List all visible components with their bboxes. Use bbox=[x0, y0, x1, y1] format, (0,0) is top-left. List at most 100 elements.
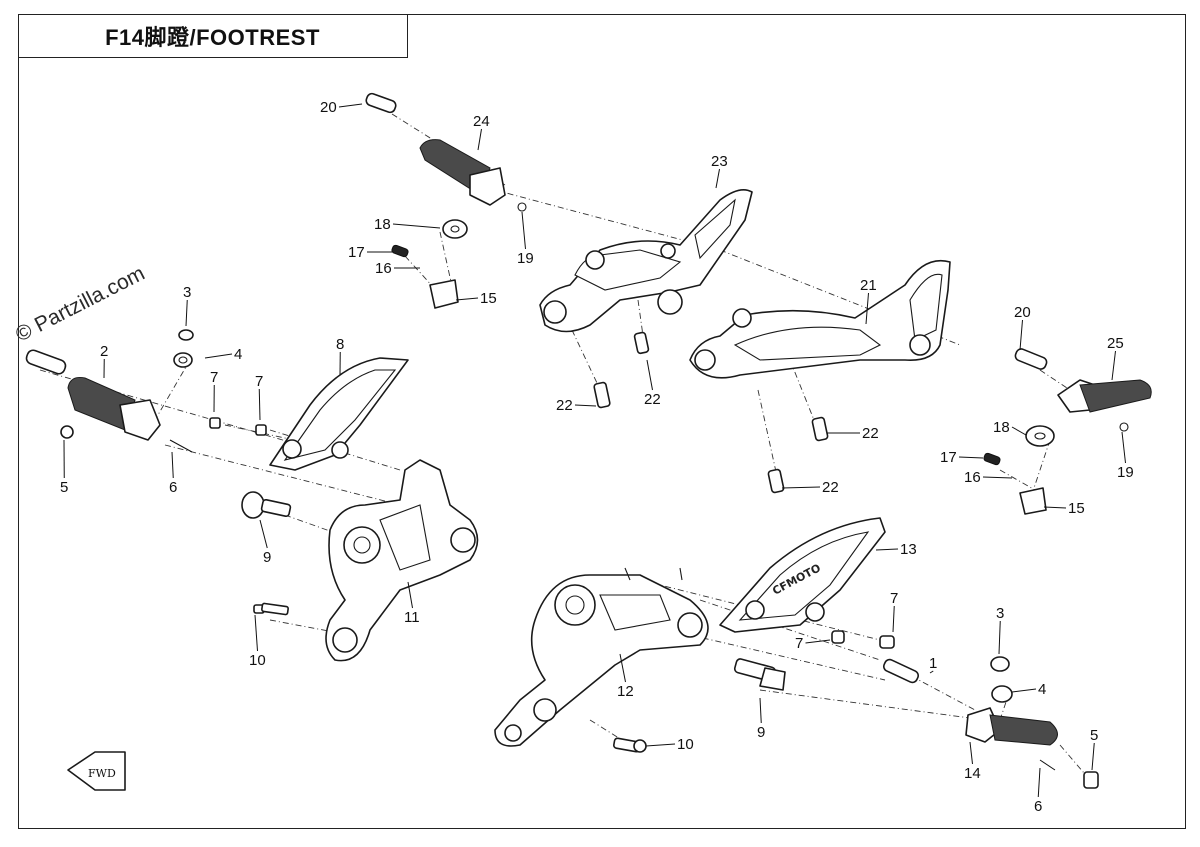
callout-number: 10 bbox=[249, 652, 266, 669]
callout-16: 16 bbox=[964, 469, 1013, 486]
callout-5: 5 bbox=[60, 439, 68, 496]
callout-5: 5 bbox=[1090, 727, 1098, 771]
leader-line bbox=[929, 670, 934, 674]
callout-number: 15 bbox=[480, 290, 497, 307]
callout-13: 13 bbox=[875, 541, 917, 558]
callout-9: 9 bbox=[259, 519, 271, 566]
leader-line bbox=[982, 476, 1013, 479]
leader-line bbox=[1011, 688, 1037, 693]
callout-number: 4 bbox=[1038, 681, 1046, 698]
callout-number: 7 bbox=[255, 373, 263, 390]
callout-6: 6 bbox=[169, 451, 177, 496]
callout-number: 18 bbox=[993, 419, 1010, 436]
callout-22: 22 bbox=[781, 479, 839, 496]
callout-19: 19 bbox=[1117, 431, 1134, 481]
callout-number: 6 bbox=[169, 479, 177, 496]
callout-number: 11 bbox=[404, 609, 420, 626]
callout-20: 20 bbox=[320, 99, 363, 116]
upper-left-small-parts bbox=[391, 202, 527, 309]
callout-22: 22 bbox=[827, 425, 879, 442]
callout-number: 22 bbox=[822, 479, 839, 496]
right-upper-parts bbox=[983, 348, 1152, 515]
leader-line bbox=[338, 103, 363, 108]
callout-10: 10 bbox=[249, 614, 266, 669]
callout-number: 21 bbox=[860, 277, 877, 294]
leader-line bbox=[574, 404, 597, 407]
callout-number: 22 bbox=[556, 397, 573, 414]
callout-16: 16 bbox=[375, 260, 420, 277]
callout-number: 20 bbox=[1014, 304, 1031, 321]
callout-number: 4 bbox=[234, 346, 242, 363]
callout-22: 22 bbox=[556, 397, 597, 414]
callout-23: 23 bbox=[711, 153, 728, 189]
leader-line bbox=[1043, 506, 1067, 509]
callout-number: 24 bbox=[473, 113, 490, 130]
callout-21: 21 bbox=[860, 277, 877, 325]
callout-number: 13 bbox=[900, 541, 917, 558]
leader-line bbox=[392, 223, 441, 229]
heel-guard-8 bbox=[269, 357, 409, 471]
callout-number: 2 bbox=[100, 343, 108, 360]
leader-line bbox=[259, 519, 268, 549]
leader-line bbox=[759, 697, 762, 724]
callout-15: 15 bbox=[455, 290, 497, 307]
callout-number: 20 bbox=[320, 99, 337, 116]
front-bracket-12 bbox=[494, 567, 709, 747]
callout-15: 15 bbox=[1043, 500, 1085, 517]
callout-3: 3 bbox=[183, 284, 191, 327]
callout-number: 8 bbox=[336, 336, 344, 353]
leader-line bbox=[204, 353, 233, 359]
callout-number: 17 bbox=[940, 449, 957, 466]
fwd-arrow: FWD bbox=[67, 751, 126, 791]
callout-number: 16 bbox=[964, 469, 981, 486]
front-bracket-11 bbox=[325, 459, 479, 662]
leader-line bbox=[645, 743, 676, 747]
leader-line bbox=[407, 581, 413, 609]
callout-number: 7 bbox=[210, 369, 218, 386]
callout-number: 25 bbox=[1107, 335, 1124, 352]
callout-7: 7 bbox=[210, 369, 218, 413]
callout-24: 24 bbox=[473, 113, 490, 151]
page-title: F14脚蹬/FOOTREST bbox=[105, 24, 320, 50]
callout-4: 4 bbox=[1011, 681, 1046, 698]
leader-line bbox=[171, 451, 174, 479]
callout-19: 19 bbox=[517, 211, 534, 267]
parts-artwork: CFMOTO bbox=[25, 92, 1152, 791]
callout-11: 11 bbox=[404, 581, 420, 626]
leader-line bbox=[865, 292, 869, 325]
callout-number: 19 bbox=[1117, 464, 1134, 481]
leader-line bbox=[715, 168, 720, 189]
leader-line bbox=[1091, 742, 1095, 771]
leader-line bbox=[875, 548, 899, 551]
bolts-9-10-left bbox=[241, 491, 292, 616]
callout-7: 7 bbox=[795, 635, 831, 652]
callout-number: 3 bbox=[996, 605, 1004, 622]
rear-bracket-23 bbox=[539, 189, 753, 333]
leader-line bbox=[969, 741, 973, 765]
leader-line bbox=[1011, 426, 1027, 436]
leader-line bbox=[619, 653, 626, 683]
leader-line bbox=[958, 456, 984, 459]
heel-guard-13: CFMOTO bbox=[719, 517, 886, 633]
leader-line bbox=[892, 605, 895, 633]
leader-line bbox=[185, 299, 188, 327]
callout-number: 6 bbox=[1034, 798, 1042, 815]
leader-line bbox=[646, 359, 653, 391]
callout-number: 7 bbox=[890, 590, 898, 607]
leader-line bbox=[1121, 431, 1126, 464]
callout-number: 19 bbox=[517, 250, 534, 267]
callout-number: 5 bbox=[60, 479, 68, 496]
leader-line bbox=[258, 388, 261, 421]
callout-number: 22 bbox=[644, 391, 661, 408]
callout-1: 1 bbox=[929, 655, 937, 674]
leader-line bbox=[521, 211, 526, 250]
callout-number: 5 bbox=[1090, 727, 1098, 744]
footpeg-2 bbox=[25, 329, 267, 453]
leader-line bbox=[477, 128, 482, 151]
callout-9: 9 bbox=[757, 697, 765, 741]
title-box: F14脚蹬/FOOTREST bbox=[18, 14, 408, 58]
callout-7: 7 bbox=[255, 373, 263, 421]
callout-18: 18 bbox=[993, 419, 1027, 436]
callout-number: 15 bbox=[1068, 500, 1085, 517]
leader-line bbox=[805, 639, 831, 644]
